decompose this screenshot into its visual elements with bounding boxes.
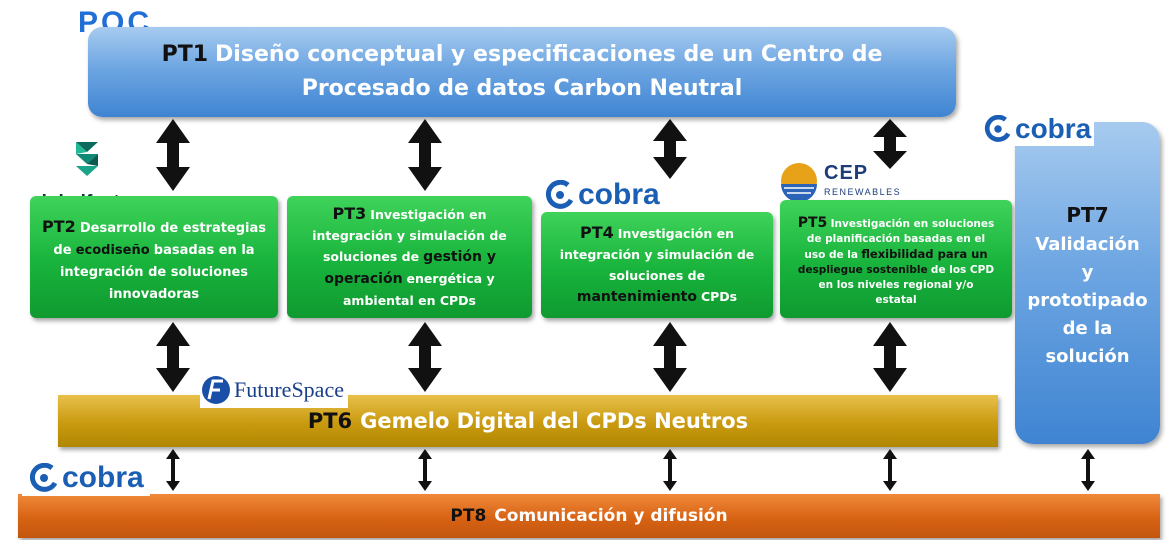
arrow-pt6-pt8-2: [418, 449, 432, 491]
pt8-code: PT8: [450, 506, 487, 526]
arrow-pt7-pt8: [1081, 449, 1095, 491]
cobra-logo-pt8: cobra: [22, 460, 150, 496]
pt3-highlight-2: operación: [324, 271, 403, 287]
arrow-pt3-pt6: [408, 322, 442, 392]
pt7-line-4: de la: [1062, 318, 1113, 339]
arrow-pt6-pt8-4: [883, 449, 897, 491]
pt7-line-3: prototipado: [1027, 290, 1148, 311]
pt2-box: PT2 Desarrollo de estrategias de ecodise…: [30, 196, 278, 318]
pt5-code: PT5: [797, 215, 828, 231]
arrow-pt6-pt8-3: [663, 449, 677, 491]
pt1-title-1: Diseño conceptual y especificaciones de …: [215, 42, 883, 67]
cobra-icon: [984, 115, 1011, 142]
pt8-label: Comunicación y difusión: [494, 506, 728, 526]
globalfactor-icon: [72, 140, 102, 182]
pt2-code: PT2: [41, 217, 76, 236]
pt8-box: PT8 Comunicación y difusión: [18, 494, 1160, 538]
pt1-line1: PT1 Diseño conceptual y especificaciones…: [162, 38, 883, 72]
cobra-logo-pt4: cobra: [540, 178, 664, 212]
pt5-highlight-2: despliegue sostenible: [797, 264, 928, 276]
pt3-box: PT3 Investigación en integración y simul…: [287, 196, 532, 318]
pt3-text-2: integración y simulación de: [312, 228, 507, 243]
pt4-text-2: integración y simulación de: [559, 247, 755, 262]
pt2-text-2: de: [53, 243, 72, 258]
pt5-highlight-1: flexibilidad para un: [861, 247, 988, 261]
arrow-pt5-pt6: [873, 322, 907, 392]
arrow-pt1-pt2: [156, 119, 190, 191]
arrow-pt1-pt3: [408, 119, 442, 191]
pt3-text-7: ambiental en CPDs: [343, 293, 476, 308]
pt4-text-5: CPDs: [700, 289, 738, 304]
pt2-text-1: Desarrollo de estrategias: [79, 221, 267, 236]
arrow-pt6-pt8-1: [166, 449, 180, 491]
pt3-code: PT3: [332, 204, 367, 223]
pt5-text-6: de los CPD: [930, 264, 995, 276]
cobra-logo-pt7: cobra: [980, 112, 1095, 146]
cobra-wordmark: cobra: [62, 461, 144, 494]
pt4-box: PT4 Investigación en integración y simul…: [541, 212, 773, 318]
pt6-box: PT6 Gemelo Digital del CPDs Neutros: [58, 395, 998, 447]
pt3-highlight-1: gestión y: [423, 249, 496, 265]
cep-subtitle: RENEWABLES: [824, 187, 902, 197]
pt3-text-1: Investigación en: [370, 207, 487, 222]
pt7-line-5: solución: [1045, 346, 1130, 367]
cobra-icon: [545, 180, 574, 209]
pt2-highlight: ecodiseño: [75, 243, 150, 258]
pt3-text-6: energética y: [406, 271, 495, 286]
pt7-code: PT7: [1066, 203, 1109, 227]
arrow-pt1-pt4: [653, 119, 687, 179]
cobra-wordmark: cobra: [1015, 113, 1092, 144]
pt5-text-1: Investigación en soluciones: [830, 218, 995, 230]
pt3-text-3: soluciones de: [322, 249, 420, 264]
pt5-text-8: estatal: [875, 294, 917, 306]
pt6-label: Gemelo Digital del CPDs Neutros: [360, 409, 749, 433]
pt7-line-2: y: [1081, 262, 1094, 283]
cobra-wordmark: cobra: [578, 178, 660, 211]
futurespace-icon: [202, 376, 230, 404]
cep-wordmark: CEP: [824, 162, 869, 184]
cep-renewables-logo: CEP RENEWABLES: [778, 160, 918, 200]
pt4-code: PT4: [580, 223, 614, 242]
pt2-text-5: integración de soluciones: [59, 265, 249, 280]
pt4-highlight: mantenimiento: [576, 289, 697, 305]
pt7-box: PT7 Validación y prototipado de la soluc…: [1015, 122, 1160, 444]
cep-sun-icon: [781, 163, 817, 200]
pt1-title-2: Procesado de datos Carbon Neutral: [301, 76, 743, 101]
pt7-line-1: Validación: [1035, 234, 1140, 255]
futurespace-logo: FutureSpace: [200, 372, 348, 408]
arrow-pt2-pt6: [156, 322, 190, 392]
futurespace-wordmark: FutureSpace: [234, 377, 344, 402]
cobra-icon: [29, 463, 58, 492]
pt4-text-3: soluciones de: [608, 268, 706, 283]
pt2-text-4: basadas en la: [153, 243, 255, 258]
pt1-code: PT1: [161, 42, 209, 67]
pt4-text-1: Investigación en: [617, 226, 734, 241]
pt1-box: PT1 Diseño conceptual y especificaciones…: [88, 27, 956, 117]
arrow-pt1-pt5: [873, 119, 907, 169]
arrow-pt4-pt6: [653, 322, 687, 392]
pt6-code: PT6: [307, 409, 353, 433]
pt5-box: PT5 Investigación en soluciones de plani…: [780, 200, 1012, 318]
pt5-text-3: uso de la: [804, 249, 858, 261]
pt5-text-7: en los niveles regional y/o: [818, 279, 974, 291]
pt5-text-2: de planificación basadas en el: [806, 233, 986, 245]
pt2-text-6: innovadoras: [108, 287, 200, 302]
